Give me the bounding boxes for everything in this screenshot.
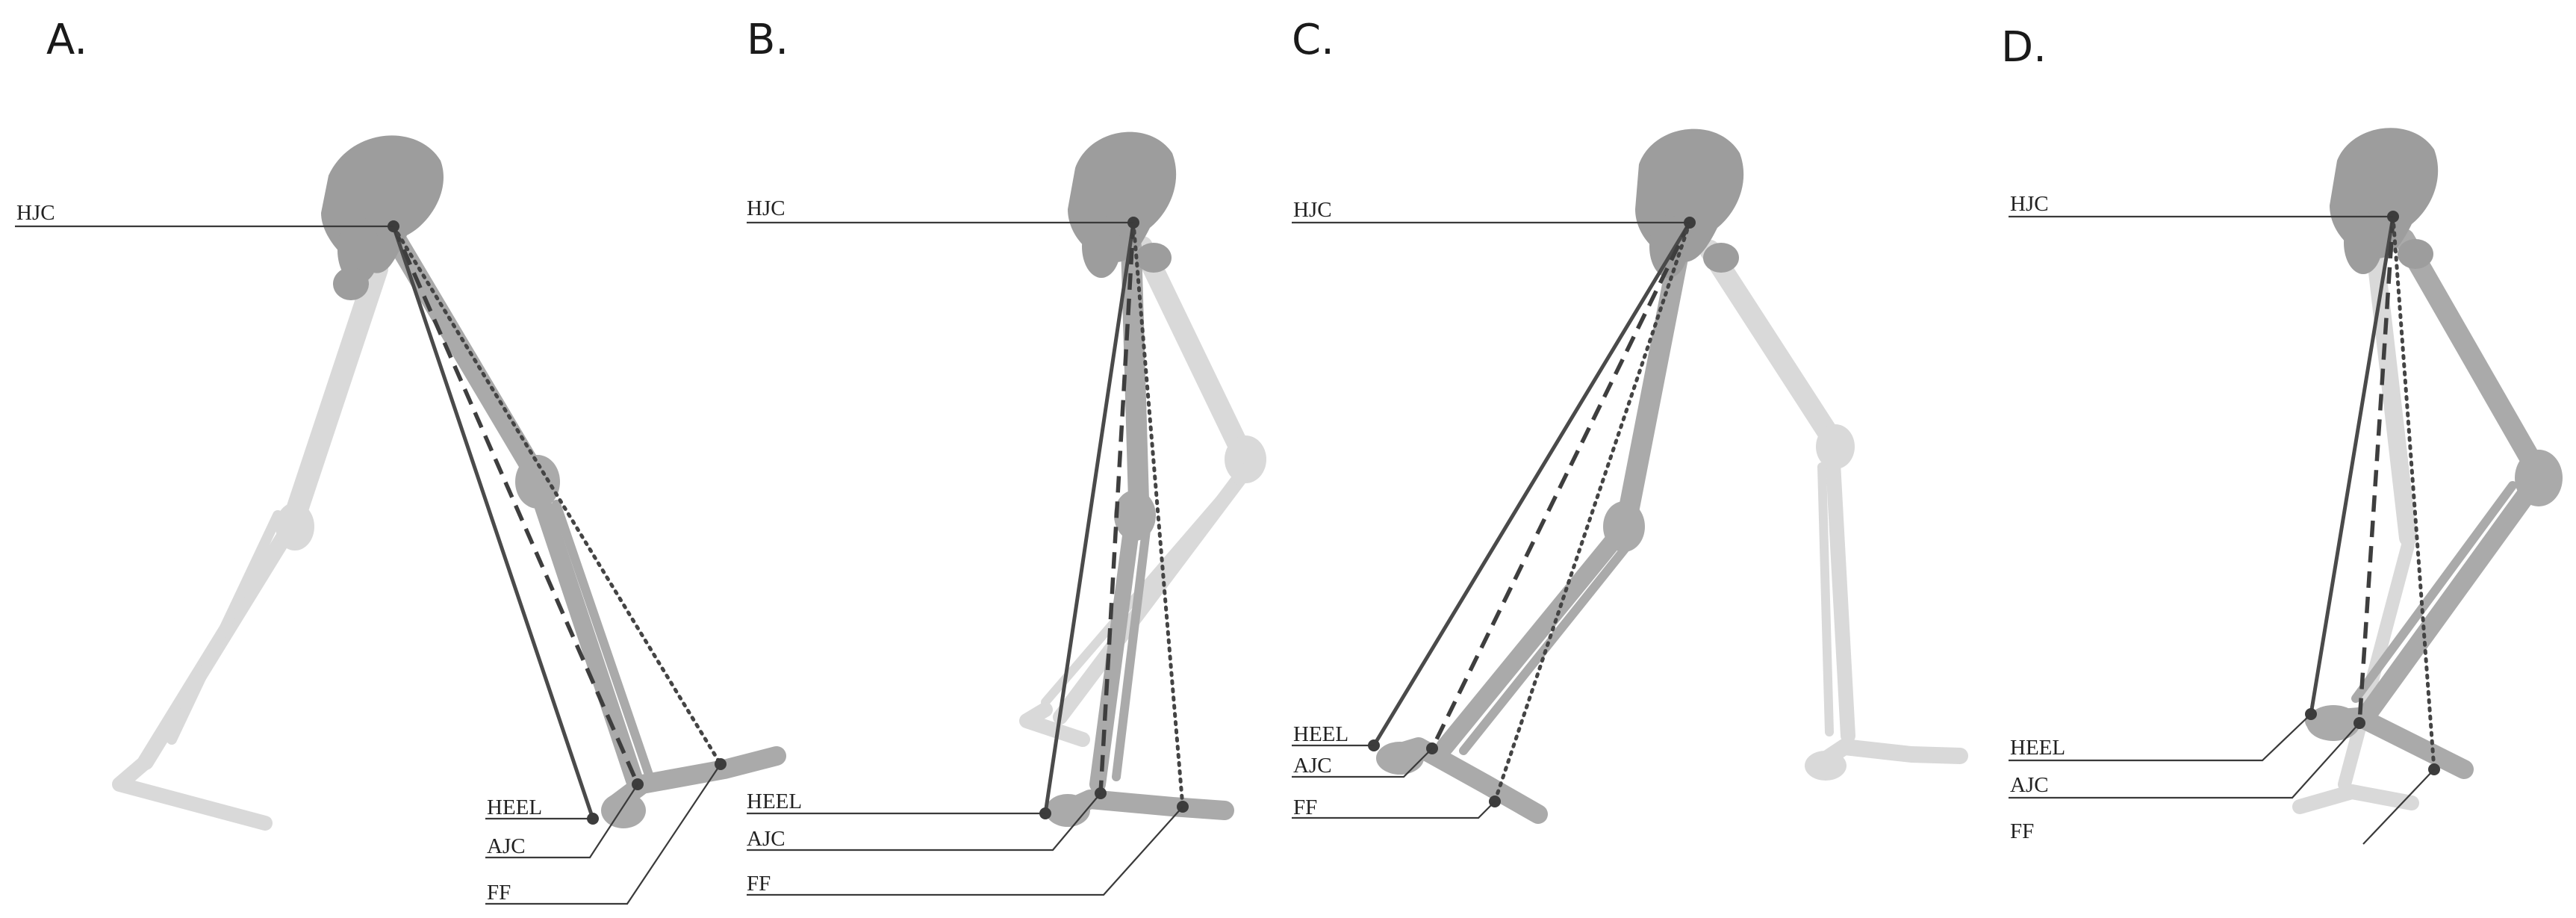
pelvis-b xyxy=(1068,131,1177,278)
far-leg-a xyxy=(112,258,388,831)
pelvis-d xyxy=(2330,128,2439,274)
hip-to-ankle-line-b xyxy=(1098,222,1136,794)
hip-to-heel-line-d xyxy=(2309,214,2395,716)
skeleton-d xyxy=(2292,128,2563,814)
heel-label-d: HEEL xyxy=(2010,736,2065,760)
hip-to-forefoot-line-d xyxy=(2391,214,2436,772)
panel-a-letter: A. xyxy=(46,16,87,64)
panel-d: D. xyxy=(2001,23,2563,845)
heel-label-b: HEEL xyxy=(747,790,802,813)
ff-label-d: FF xyxy=(2010,819,2034,843)
heel-label-c: HEEL xyxy=(1293,722,1348,746)
skeleton-c xyxy=(1376,128,1968,824)
landmark-dots-c xyxy=(1368,217,1696,807)
ajc-label-d: AJC xyxy=(2010,773,2049,797)
connector-lines-b xyxy=(1043,220,1185,816)
hip-to-forefoot-line-c xyxy=(1493,220,1692,804)
panel-a: A. xyxy=(15,16,786,905)
leader-lines-d xyxy=(2009,215,2435,845)
ajc-label-c: AJC xyxy=(1293,754,1332,778)
panel-d-letter: D. xyxy=(2001,23,2047,72)
hjc-label-d: HJC xyxy=(2010,192,2049,216)
panel-b-letter: B. xyxy=(747,16,788,64)
leader-lines-b xyxy=(747,221,1183,896)
ff-label-a: FF xyxy=(487,881,511,905)
panel-b: B. xyxy=(747,16,1266,896)
hip-to-heel-line-a xyxy=(391,224,595,821)
ff-label-b: FF xyxy=(747,872,771,896)
hip-to-ankle-line-c xyxy=(1430,221,1692,750)
near-leg-a xyxy=(385,229,786,828)
ff-label-c: FF xyxy=(1293,796,1317,819)
hip-to-forefoot-line-a xyxy=(391,224,723,766)
ajc-label-a: AJC xyxy=(487,834,526,858)
hip-to-ankle-line-a xyxy=(391,225,640,786)
leader-lines-a xyxy=(15,225,721,905)
hip-to-heel-line-c xyxy=(1372,220,1692,748)
leader-lines-c xyxy=(1292,221,1690,819)
ajc-label-b: AJC xyxy=(747,827,785,851)
near-leg-c xyxy=(1376,236,1690,824)
hip-to-heel-line-b xyxy=(1043,220,1136,816)
near-leg-d xyxy=(2305,229,2563,779)
connector-lines-a xyxy=(391,224,723,821)
hip-to-ankle-line-d xyxy=(2357,216,2395,724)
pelvis-c xyxy=(1635,128,1744,278)
hjc-label-b: HJC xyxy=(747,196,785,220)
hjc-label-c: HJC xyxy=(1293,198,1332,222)
hjc-label-a: HJC xyxy=(16,201,55,225)
connector-lines-d xyxy=(2309,214,2436,772)
skeleton-b xyxy=(1019,131,1266,827)
connector-lines-c xyxy=(1372,220,1692,804)
pelvis-a xyxy=(321,135,444,300)
panel-c-letter: C. xyxy=(1292,16,1334,64)
panel-c: C. xyxy=(1292,16,1968,824)
far-leg-c xyxy=(1699,240,1968,781)
heel-label-a: HEEL xyxy=(487,796,542,819)
skeleton-a xyxy=(112,135,786,831)
hip-to-forefoot-line-b xyxy=(1131,220,1185,809)
